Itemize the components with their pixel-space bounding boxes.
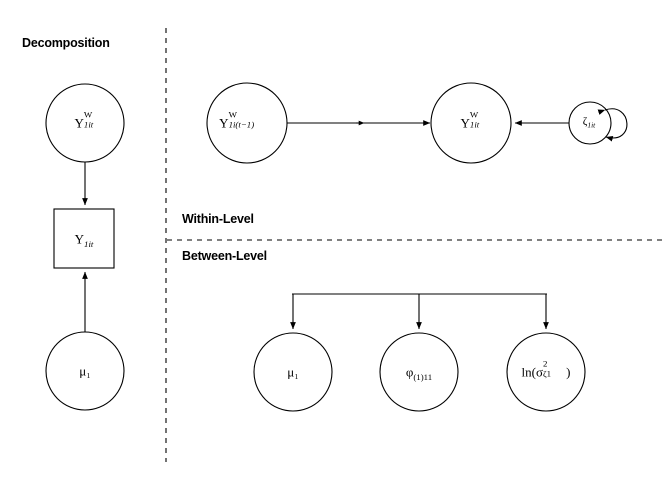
node-between-mu (253, 332, 333, 412)
label-within-lag-base: Y (219, 115, 229, 131)
label-between-phi: φ(1)11 (405, 364, 433, 383)
label-decomp-observed: Y1it (74, 231, 94, 250)
label-decomp-mean: μ₁ (79, 363, 91, 379)
label-decomp-latent: YMW1it (74, 110, 96, 131)
label-within-lag: YMMMMW1i(t−1) (219, 110, 275, 131)
panel-title-decomposition: Decomposition (22, 36, 110, 50)
label-within-residual-base: ζ (582, 115, 588, 128)
label-decomp-latent-sup: W (83, 109, 93, 120)
label-within-residual: ζ1it (582, 115, 596, 130)
label-within-residual-sub: 1it (587, 120, 596, 130)
label-between-mu: μ₁ (287, 364, 299, 380)
label-within-current-sub: 1it (469, 119, 480, 130)
label-between-lnsigma-sub: ζ1 (542, 368, 552, 379)
node-decomp-mean (45, 331, 125, 411)
label-within-lag-sup: W (228, 109, 237, 120)
node-within-current (430, 82, 512, 164)
label-between-phi-sub: (1)11 (413, 372, 433, 383)
label-between-lnsigma-sup: 2 (542, 358, 548, 369)
label-decomp-observed-sub: 1it (84, 239, 94, 250)
label-decomp-latent-sub: 1it (83, 119, 94, 130)
node-decomp-observed (53, 208, 115, 269)
label-between-lnsigma-tail: ) (566, 364, 571, 380)
label-decomp-latent-base: Y (74, 115, 84, 131)
label-between-phi-base: φ (405, 364, 414, 380)
node-between-phi (379, 332, 459, 412)
label-within-current-base: Y (460, 115, 470, 131)
node-between-lnsigma (506, 332, 586, 412)
label-decomp-observed-base: Y (74, 231, 85, 247)
panel-title-between-level: Between-Level (182, 249, 267, 263)
label-within-lag-sub: 1i(t−1) (228, 119, 255, 130)
label-within-current-sup: W (469, 109, 479, 120)
label-between-lnsigma: ln(σMM2ζ1) (521, 359, 571, 380)
label-between-lnsigma-base: ln(σ (521, 364, 543, 380)
panel-title-within-level: Within-Level (182, 212, 254, 226)
label-within-current: YMW1it (460, 110, 482, 131)
edge-within-residual-variance-loop (597, 108, 628, 142)
